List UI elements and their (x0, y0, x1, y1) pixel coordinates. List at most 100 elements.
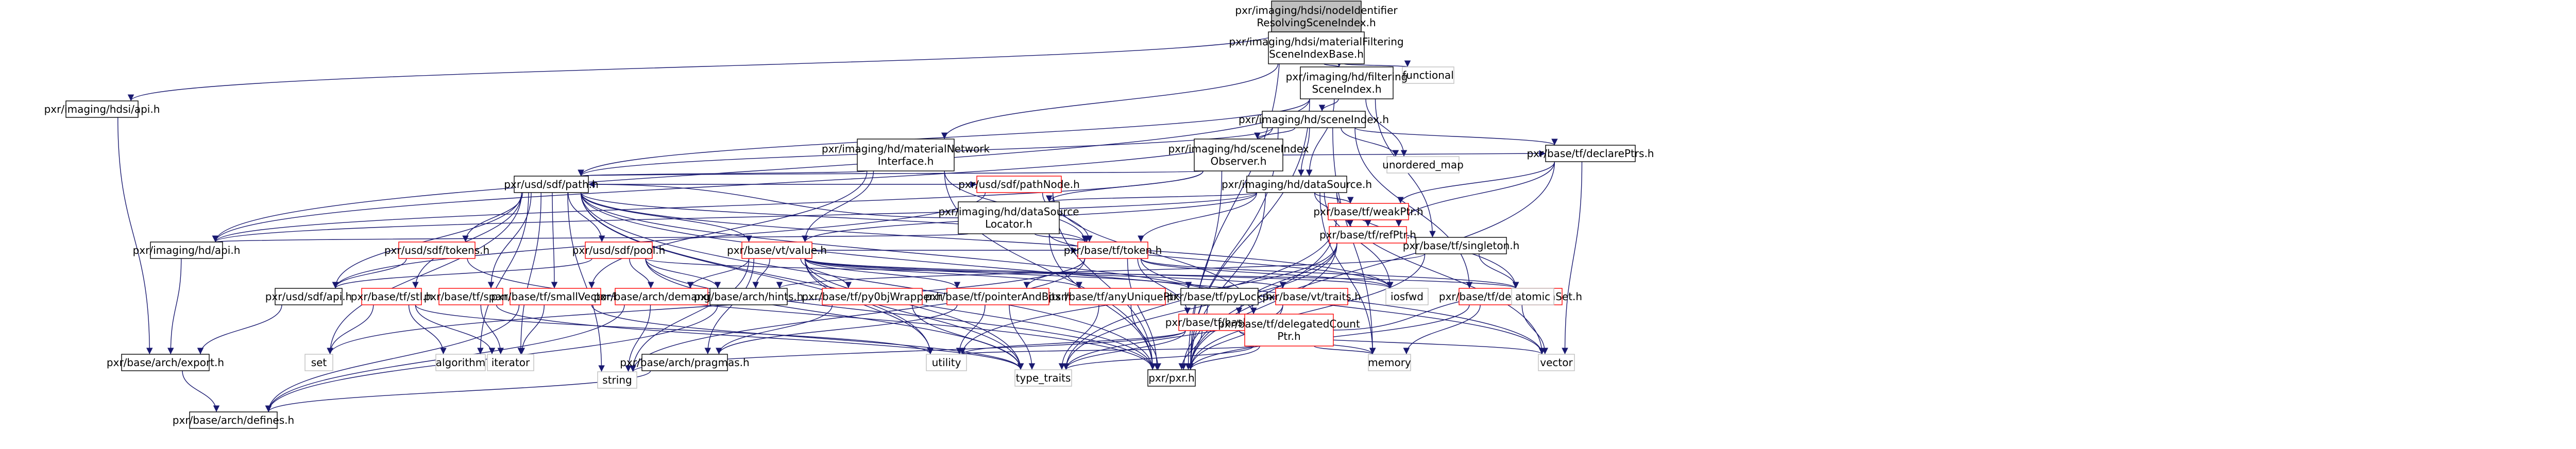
edge-tfhash-to-utility (959, 330, 1186, 355)
node-string[interactable]: string (597, 371, 637, 389)
node-label: pxr/base/tf/declarePtrs.h (1527, 147, 1654, 160)
node-sceneidx[interactable]: pxr/imaging/hd/sceneIndex.h (1239, 111, 1389, 128)
node-box (597, 371, 637, 389)
node-algorithm[interactable]: algorithm (435, 354, 486, 371)
node-set[interactable]: set (304, 354, 333, 371)
edge-sceneidx-to-sio (1254, 127, 1296, 140)
edge-sdfpool-to-atomic (645, 258, 1519, 289)
node-archdefines[interactable]: pxr/base/arch/defines.h (173, 411, 294, 429)
node-datasource[interactable]: pxr/imaging/hd/dataSource.h (1222, 176, 1372, 193)
node-declptrs[interactable]: pxr/base/tf/declarePtrs.h (1527, 145, 1654, 162)
node-atomic[interactable]: atomic (1511, 288, 1554, 305)
node-archexport[interactable]: pxr/base/arch/export.h (107, 354, 224, 371)
node-iterator[interactable]: iterator (487, 354, 534, 371)
node-box (1402, 66, 1454, 84)
node-box (1268, 31, 1365, 64)
node-label: ResolvingSceneIndex.h (1257, 16, 1376, 29)
edge-refptr-to-type_traits (1062, 243, 1337, 370)
node-label: pxr/base/tf/weakPtr.h (1313, 205, 1423, 218)
node-box (926, 354, 967, 371)
node-label: string (602, 374, 632, 386)
node-box (1329, 226, 1407, 244)
node-tfspan[interactable]: pxr/base/tf/span.h (424, 288, 518, 305)
node-vttraits[interactable]: pxr/base/vt/traits.h (1262, 288, 1361, 305)
node-box (976, 176, 1062, 193)
node-hdapi[interactable]: pxr/imaging/hd/api.h (133, 241, 241, 259)
node-hdsiapi[interactable]: pxr/imaging/hdsi/api.h (44, 100, 160, 118)
node-pxr[interactable]: pxr/pxr.h (1147, 369, 1196, 387)
edge-declptrs-to-vector (1562, 161, 1583, 355)
node-vtvalue[interactable]: pxr/base/vt/value.h (727, 241, 827, 259)
node-label: pxr/base/tf/anyUniquePtr.h (1048, 290, 1187, 303)
edge-tftoken-to-string (630, 258, 1086, 372)
node-sdfpool[interactable]: pxr/usd/sdf/pool.h (572, 241, 666, 259)
node-box (398, 241, 476, 259)
node-sdftokens[interactable]: pxr/usd/sdf/tokens.h (384, 241, 489, 259)
node-label: type_traits (1016, 372, 1071, 384)
node-tftoken[interactable]: pxr/base/tf/token.h (1064, 241, 1162, 259)
node-unordered_map[interactable]: unordered_map (1382, 156, 1464, 174)
edge-mfsib-to-fsib (1324, 60, 1343, 67)
node-functional[interactable]: functional (1402, 66, 1454, 84)
edge-mni-to-path (578, 169, 868, 177)
node-denseht[interactable]: pxr/base/tf/denseHashSet.h (1439, 288, 1582, 305)
node-label: pxr/imaging/hd/dataSource (939, 205, 1079, 218)
node-tfhash[interactable]: pxr/base/tf/hash.h (1165, 314, 1260, 331)
node-mni[interactable]: pxr/imaging/hd/materialNetworkInterface.… (822, 139, 990, 171)
node-sdfapi[interactable]: pxr/usd/sdf/api.h (265, 288, 352, 305)
node-pylock[interactable]: pxr/base/tf/pyLock.h (1167, 288, 1273, 305)
node-box (1300, 66, 1394, 99)
node-label: pxr/imaging/hd/dataSource.h (1222, 178, 1372, 191)
node-mfsib[interactable]: pxr/imaging/hdsi/materialFilteringSceneI… (1229, 31, 1404, 64)
node-box (1178, 314, 1246, 331)
node-demangle[interactable]: pxr/base/arch/demangle.h (594, 288, 730, 305)
node-refptr[interactable]: pxr/base/tf/refPtr.h (1319, 226, 1416, 244)
node-label: pxr/base/arch/pragmas.h (620, 356, 749, 369)
edge-vtvalue-to-pylock (804, 258, 1192, 289)
node-memory[interactable]: memory (1368, 354, 1411, 371)
edge-sceneidx-to-declptrs (1354, 127, 1558, 146)
node-box (275, 288, 343, 305)
node-root[interactable]: pxr/imaging/hdsi/nodeIdentifierResolving… (1235, 1, 1398, 32)
node-tfstl[interactable]: pxr/base/tf/stl.h (351, 288, 432, 305)
node-label: pxr/usd/sdf/api.h (265, 290, 352, 303)
node-utility[interactable]: utility (926, 354, 967, 371)
edge-dsl-to-path (588, 181, 959, 218)
node-weakptr[interactable]: pxr/base/tf/weakPtr.h (1313, 203, 1423, 220)
edge-smallvec-to-iterator (518, 304, 545, 355)
node-label: pxr/base/tf/stl.h (351, 290, 432, 303)
node-anyunique[interactable]: pxr/base/tf/anyUniquePtr.h (1048, 288, 1187, 305)
node-label: Ptr.h (1277, 330, 1300, 342)
node-type_traits[interactable]: type_traits (1014, 369, 1072, 387)
node-path[interactable]: pxr/usd/sdf/path.h (504, 176, 599, 193)
edge-mni-to-smallvec (588, 170, 868, 289)
node-vector[interactable]: vector (1538, 354, 1575, 371)
node-label: SceneIndex.h (1312, 83, 1381, 95)
node-label: pxr/imaging/hdsi/materialFiltering (1229, 36, 1403, 48)
node-label: utility (932, 356, 961, 369)
node-pywrapper[interactable]: pxr/base/tf/py0bjWrapper.h (802, 288, 943, 305)
node-label: pxr/base/tf/delegatedCount (1218, 318, 1360, 330)
node-box (514, 176, 589, 193)
node-iosfwd[interactable]: iosfwd (1385, 288, 1429, 305)
node-smallvec[interactable]: pxr/base/tf/smallVector.h (491, 288, 620, 305)
node-singleton[interactable]: pxr/base/tf/singleton.h (1403, 237, 1520, 254)
edge-delegated-to-memory (1314, 346, 1376, 355)
node-label: pxr/base/tf/token.h (1064, 244, 1162, 256)
edge-vtvalue-to-archhints (752, 258, 770, 289)
edge-sdfpool-to-sdfapi (332, 258, 592, 289)
node-label: pxr/imaging/hd/materialNetwork (822, 143, 990, 155)
node-label: pxr/base/tf/singleton.h (1403, 239, 1520, 252)
edge-dsl-to-iosfwd (1048, 233, 1394, 289)
node-pragmas[interactable]: pxr/base/arch/pragmas.h (620, 354, 750, 371)
node-ptrbits[interactable]: pxr/base/tf/pointerAndBits.h (925, 288, 1071, 305)
node-box (1147, 369, 1196, 387)
node-box (1275, 288, 1348, 305)
edge-pathnode-to-sdfapi (332, 192, 986, 289)
node-archhints[interactable]: pxr/base/arch/hints.h (694, 288, 804, 305)
node-pathnode[interactable]: pxr/usd/sdf/pathNode.h (958, 176, 1080, 193)
